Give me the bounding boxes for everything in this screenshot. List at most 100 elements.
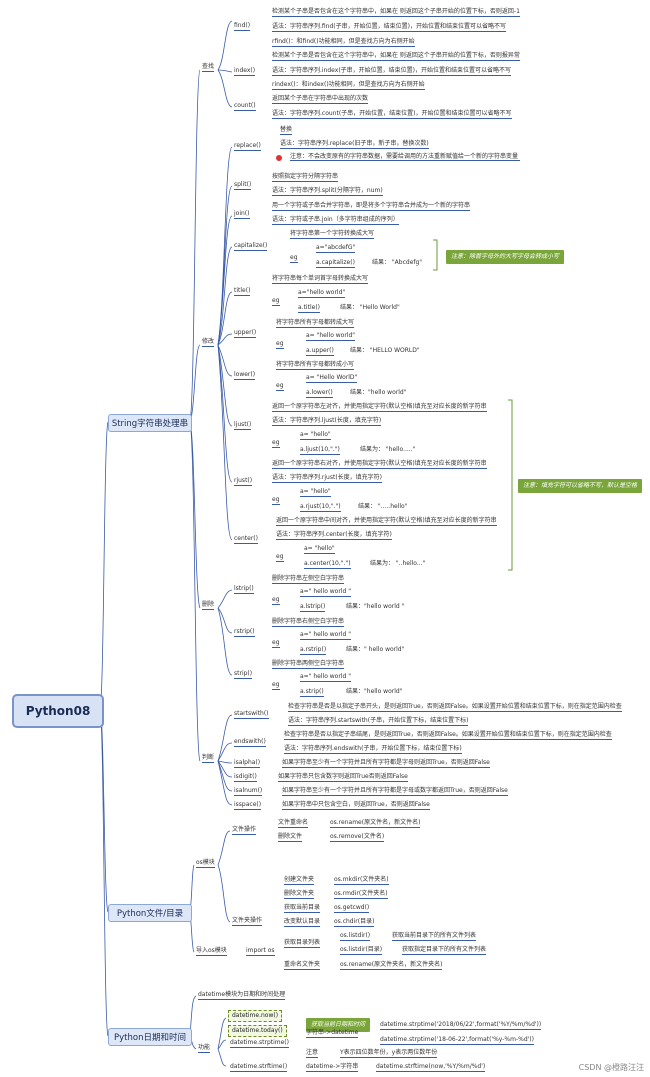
- func-rjust[interactable]: rjust(): [234, 477, 253, 486]
- datetime-today[interactable]: datetime.today(): [228, 1025, 287, 1037]
- func-find[interactable]: find(): [234, 22, 251, 31]
- datetime-now[interactable]: datetime.now(): [228, 1010, 283, 1022]
- func-upper[interactable]: upper(): [234, 329, 257, 338]
- index-desc: 检测某个子串是否包含在这个字符串中，如果在 则返回这个子串开始的位置下标，否则报…: [272, 52, 520, 61]
- func-isalpha[interactable]: isalpha(): [234, 759, 261, 768]
- listdir-label: 获取目录列表: [284, 939, 321, 948]
- func-ljust[interactable]: ljust(): [234, 421, 252, 430]
- group-import-os[interactable]: 导入os模块: [196, 947, 227, 956]
- lower-desc: 将字符串所有字母都转成小写: [276, 361, 355, 370]
- rstrip-result: 结果：" hello world": [346, 646, 405, 653]
- ljust-desc: 返回一个原字符串左对齐，并使用指定字符(默认空格)填充至对应长度的新字符串: [272, 403, 487, 412]
- rjust-ex2: a.rjust(10,"."): [300, 503, 341, 512]
- rstrip-eg: eg: [272, 639, 280, 648]
- group-functions[interactable]: 功能: [198, 1044, 211, 1053]
- rstrip-ex2: a.rstrip(): [300, 646, 327, 655]
- group-os-module[interactable]: os模块: [196, 859, 215, 868]
- capitalize-note: 注意：除首字母外的大写字母会转成小写: [446, 250, 565, 264]
- group-file-ops[interactable]: 文件操作: [232, 826, 257, 835]
- group-delete[interactable]: 删除: [202, 601, 215, 610]
- padding-note: 注意：填充字符可以省略不写，默认是空格: [518, 479, 643, 493]
- count-syntax: 语法：字符串序列.count(子串，开始位置，结束位置)，开始位置和结束位置可以…: [272, 110, 512, 119]
- lower-eg: eg: [276, 382, 284, 391]
- rjust-syntax: 语法：字符串序列.rjust(长度，填充字符): [272, 474, 383, 483]
- func-lower[interactable]: lower(): [234, 371, 256, 380]
- rindex-desc: rindex()：和index()功能相同，但是查找方向为右侧开始: [272, 81, 425, 90]
- chdir-label: 改变默认目录: [284, 918, 321, 927]
- renamedir-label: 重命名文件夹: [284, 961, 321, 970]
- lstrip-ex1: a=" hello world ": [300, 588, 351, 597]
- datetime-strftime[interactable]: datetime.strftime(): [230, 1063, 288, 1072]
- func-strip[interactable]: strip(): [234, 670, 253, 679]
- file-remove-code: os.remove(文件名): [330, 833, 385, 842]
- func-isdigit[interactable]: isdigit(): [234, 773, 257, 782]
- strip-result: 结果："hello world": [346, 688, 403, 695]
- func-isspace[interactable]: isspace(): [234, 801, 262, 810]
- func-rstrip[interactable]: rstrip(): [234, 628, 255, 637]
- strip-desc: 删除字符串两侧空白字符串: [272, 660, 345, 669]
- datetime-strptime[interactable]: datetime.strptime(): [230, 1039, 289, 1048]
- group-find[interactable]: 查找: [202, 63, 215, 72]
- func-center[interactable]: center(): [234, 535, 258, 544]
- center-ex2: a.center(10,"."): [304, 560, 351, 569]
- renamedir-code: os.rename(原文件夹名，新文件夹名): [340, 961, 443, 970]
- lstrip-ex2: a.lstrip(): [300, 603, 326, 612]
- func-replace[interactable]: replace(): [234, 142, 261, 151]
- capitalize-desc: 将字符串第一个字符转换成大写: [290, 230, 375, 239]
- watermark: CSDN @橙路汪汪: [578, 1063, 644, 1072]
- lower-ex1: a= "Hello WorlD": [306, 374, 358, 383]
- mkdir-code: os.mkdir(文件夹名): [334, 876, 389, 885]
- str-to-datetime: 字符串->datetime: [306, 1029, 359, 1038]
- startswith-desc: 检查字符串是否是以指定子串开头，是则返回True，否则返回False。如果设置开…: [288, 703, 622, 712]
- strptime-ex1: datetime.strptime('2018/06/22',format('%…: [380, 1021, 542, 1030]
- index-syntax: 语法：字符串序列.index(子串，开始位置，结束位置)，开始位置和结束位置可以…: [272, 67, 512, 76]
- func-split[interactable]: split(): [234, 181, 252, 190]
- func-title[interactable]: title(): [234, 287, 251, 296]
- rjust-result: 结果： ".....hello": [358, 503, 408, 510]
- rstrip-ex1: a=" hello world ": [300, 631, 351, 640]
- ljust-eg: eg: [272, 439, 280, 448]
- upper-desc: 将字符串所有字母都转成大写: [276, 319, 355, 328]
- upper-ex2: a.upper(): [306, 347, 334, 356]
- branch-string[interactable]: String字符串处理串: [108, 414, 192, 432]
- strip-eg: eg: [272, 681, 280, 690]
- upper-result: 结果： "HELLO WORLD": [350, 347, 420, 354]
- getcwd-label: 获取当前目录: [284, 904, 321, 913]
- ljust-result: 结果为： "hello.....": [360, 446, 416, 453]
- group-dir-ops[interactable]: 文件夹操作: [232, 917, 263, 926]
- func-capitalize[interactable]: capitalize(): [234, 242, 268, 251]
- find-syntax: 语法：字符串序列.find(子串，开始位置，结束位置)，开始位置和结束位置可以省…: [272, 23, 506, 32]
- center-result: 结果为： "..hello...": [370, 560, 426, 567]
- group-judge[interactable]: 判断: [202, 754, 215, 763]
- title-ex1: a="hello world": [298, 289, 346, 298]
- lower-ex2: a.lower(): [306, 389, 333, 398]
- func-isalnum[interactable]: isalnum(): [234, 787, 263, 796]
- func-index[interactable]: index(): [234, 67, 256, 76]
- lstrip-result: 结果："hello world ": [346, 603, 405, 610]
- func-lstrip[interactable]: lstrip(): [234, 585, 254, 594]
- branch-datetime[interactable]: Python日期和时间: [108, 1028, 192, 1046]
- rmdir-code: os.rmdir(文件夹名): [334, 890, 388, 899]
- strip-ex1: a=" hello world ": [300, 673, 351, 682]
- func-count[interactable]: count(): [234, 102, 256, 111]
- rjust-eg: eg: [272, 496, 280, 505]
- root-node[interactable]: Python08: [12, 694, 104, 728]
- capitalize-result: 结果： "Abcdefg": [372, 259, 423, 266]
- find-desc: 检测某个子串是否包含在这个字符串中，如果在 则返回这个子串开始的位置下标，否则返…: [272, 8, 520, 17]
- listdir2-desc: 获取指定目录下的所有文件列表: [402, 946, 487, 955]
- replace-syntax: 语法：字符串序列.replace(旧子串，新子串，替换次数): [280, 140, 429, 149]
- branch-file[interactable]: Python文件/目录: [108, 904, 192, 922]
- func-startswith[interactable]: startswith(): [234, 710, 269, 719]
- count-desc: 返回某个子串在字符串中出现的次数: [272, 95, 369, 104]
- title-result: 结果： "Hello World": [340, 304, 400, 311]
- strip-ex2: a.strip(): [300, 688, 324, 697]
- startswith-syntax: 语法：字符串序列.startswith(子串，开始位置下标，结束位置下标): [288, 717, 469, 726]
- group-modify[interactable]: 修改: [202, 338, 215, 347]
- replace-desc: 替换: [280, 126, 293, 135]
- strftime-ex: datetime.strftime(now,'%Y/%m/%d'): [376, 1063, 486, 1072]
- endswith-desc: 检查字符串是否以指定子串结尾，是则返回True，否则返回False。如果设置开始…: [284, 731, 612, 740]
- func-join[interactable]: join(): [234, 210, 250, 219]
- join-desc: 用一个字符或子串合并字符串，即是将多个字符串合并成为一个新的字符串: [272, 202, 471, 211]
- func-endswith[interactable]: endswith(): [234, 738, 266, 747]
